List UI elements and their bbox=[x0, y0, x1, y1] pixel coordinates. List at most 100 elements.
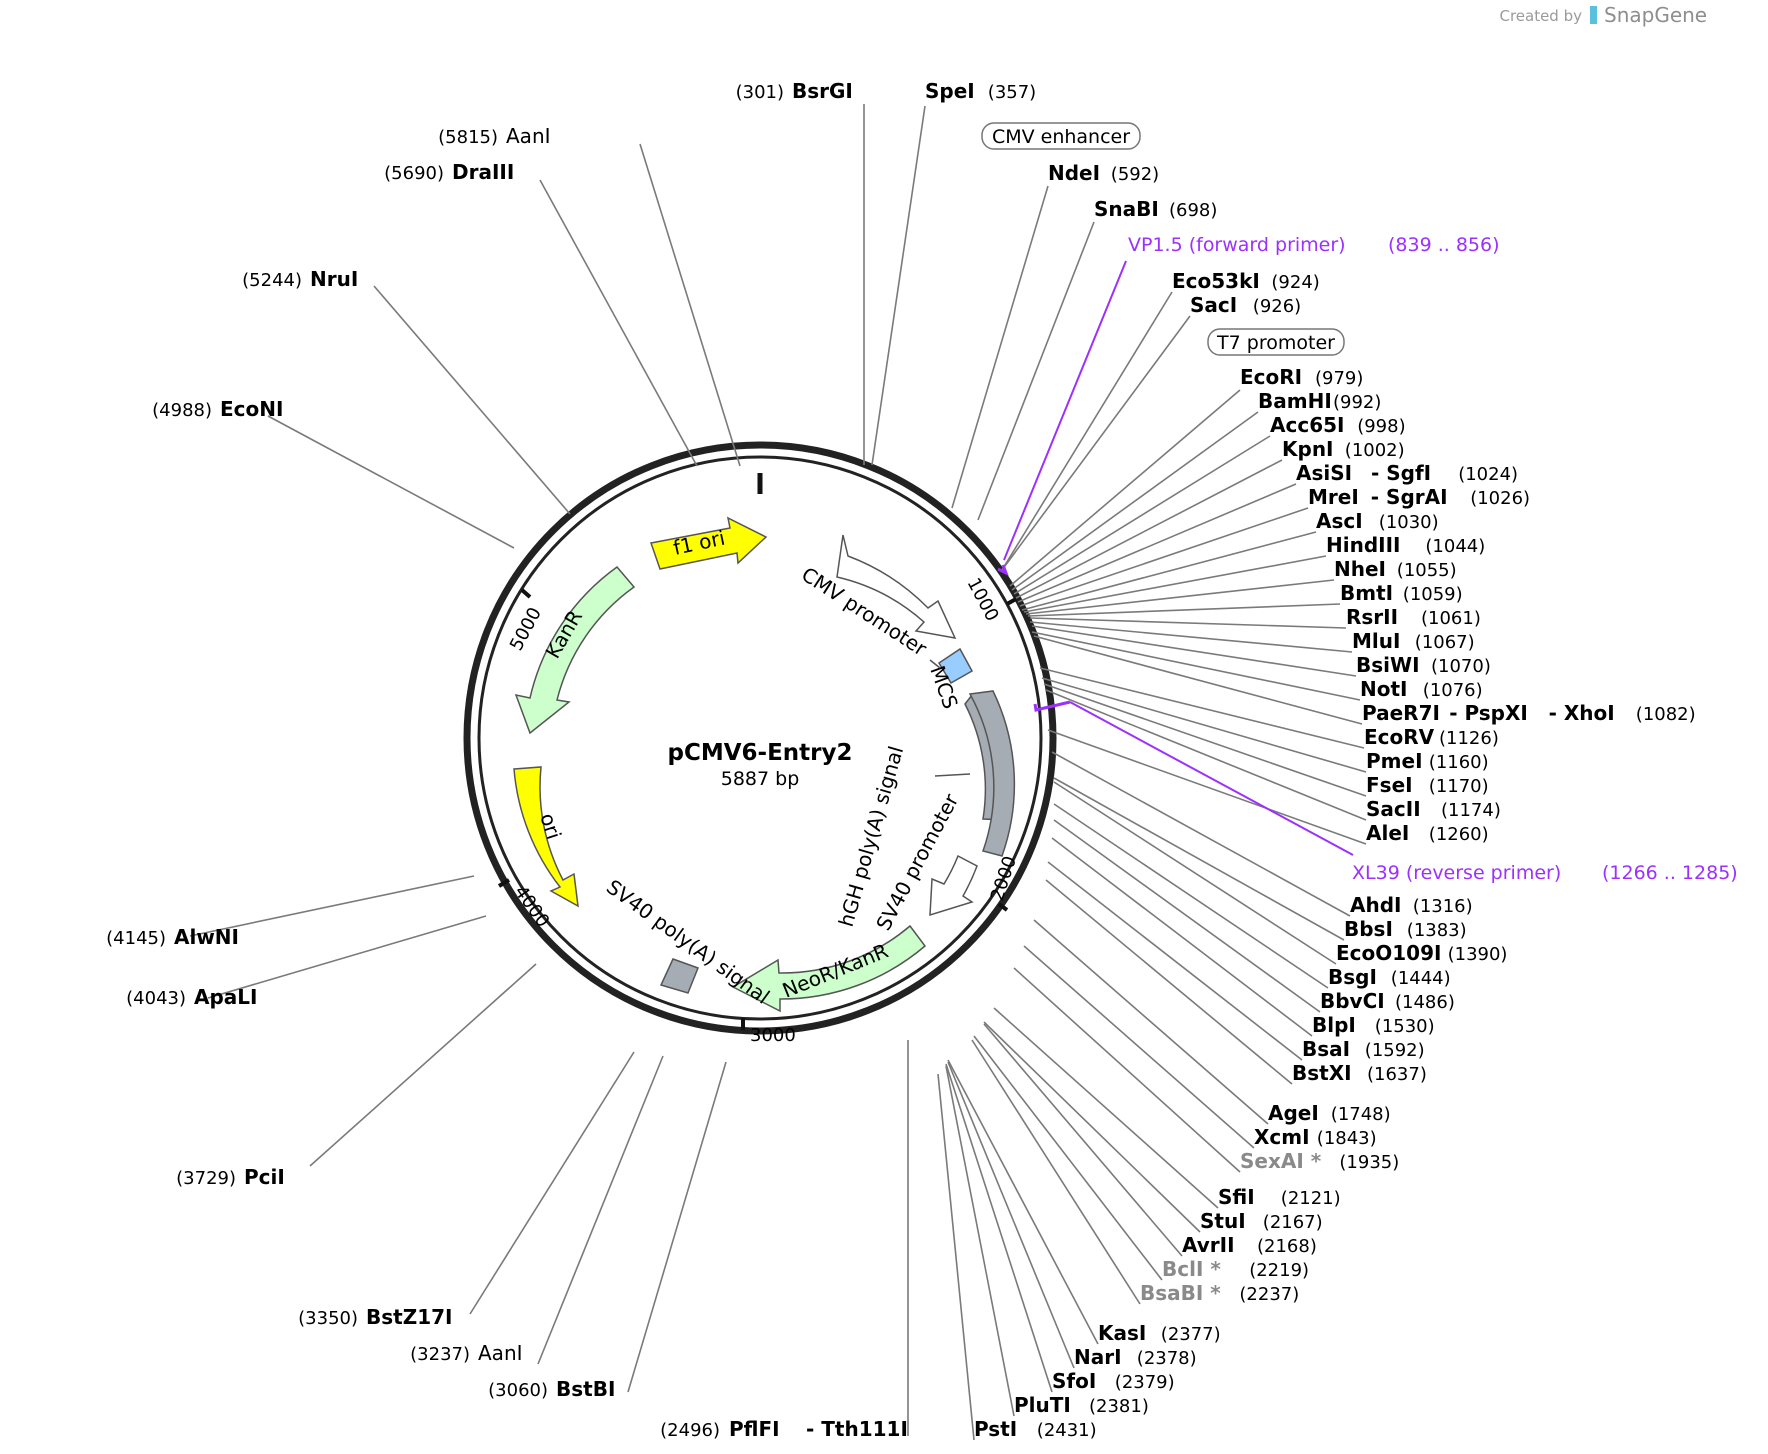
site-position: (926) bbox=[1253, 296, 1301, 317]
site-name-2: - Tth111I bbox=[806, 1417, 908, 1441]
site-name: NarI bbox=[1074, 1345, 1122, 1369]
xl39-leader bbox=[1069, 701, 1354, 856]
site-position: (1390) bbox=[1448, 944, 1508, 965]
tick-label-5000: 5000 bbox=[506, 604, 546, 654]
site-paer7i-1082: PaeR7I- PspXI- XhoI(1082) bbox=[1362, 701, 1696, 725]
site-alwni-4145: (4145)AlwNI bbox=[106, 925, 239, 949]
site-bmti-1059: BmtI(1059) bbox=[1340, 581, 1463, 605]
site-name: SacII bbox=[1366, 797, 1421, 821]
site-eco53ki-924: Eco53kI(924) bbox=[1172, 269, 1320, 293]
site-position: (924) bbox=[1271, 272, 1319, 293]
mcs-pointer bbox=[929, 659, 941, 669]
site-position: (5690) bbox=[384, 163, 444, 184]
feature-mcs bbox=[937, 647, 974, 685]
site-name: MluI bbox=[1352, 629, 1400, 653]
site-spei-357: SpeI(357) bbox=[925, 79, 1036, 103]
site-name: BlpI bbox=[1312, 1013, 1356, 1037]
site-sfii-2121: SfiI(2121) bbox=[1218, 1185, 1341, 1209]
site-name: SfoI bbox=[1052, 1369, 1096, 1393]
site-name: BmtI bbox=[1340, 581, 1393, 605]
site-position: (1316) bbox=[1413, 896, 1473, 917]
leader-acc65i-998 bbox=[1013, 435, 1271, 595]
site-snabi-698: SnaBI(698) bbox=[1094, 197, 1217, 221]
site-aani-3237: (3237)AanI bbox=[410, 1341, 522, 1365]
site-position: (1061) bbox=[1421, 608, 1481, 629]
leader-rsrii-1061 bbox=[1029, 617, 1347, 629]
site-name: HindIII bbox=[1326, 533, 1400, 557]
site-bstxi-1637: BstXI(1637) bbox=[1292, 1061, 1427, 1085]
site-pluti-2381: PluTI(2381) bbox=[1014, 1393, 1149, 1417]
site-position: (1383) bbox=[1407, 920, 1467, 941]
leader-psti-2431 bbox=[937, 1073, 975, 1441]
site-position: (992) bbox=[1333, 392, 1381, 413]
site-position: (1170) bbox=[1429, 776, 1489, 797]
site-name: BsrGI bbox=[792, 79, 853, 103]
site-position: (2121) bbox=[1281, 1188, 1341, 1209]
tick-4000 bbox=[497, 878, 511, 888]
site-name: AlwNI bbox=[174, 925, 239, 949]
site-name: EcoO109I bbox=[1336, 941, 1441, 965]
site-position: (1444) bbox=[1391, 968, 1451, 989]
leader-nari-2378 bbox=[947, 1061, 1075, 1369]
site-position: (2219) bbox=[1249, 1260, 1309, 1281]
leader-aani-5815 bbox=[639, 143, 741, 467]
leader-stui-2167 bbox=[983, 1021, 1201, 1233]
site-bcli-2219: BclI *(2219) bbox=[1162, 1257, 1309, 1281]
leader-bbsi-1383 bbox=[1053, 777, 1345, 941]
hgh-pointer bbox=[934, 773, 971, 777]
leader-agei-1748 bbox=[1033, 919, 1269, 1125]
primer-xl39-range: (1266 .. 1285) bbox=[1602, 862, 1738, 884]
leader-bstbi-3060 bbox=[627, 1061, 727, 1393]
site-pflfi-2496: (2496)PflFI- Tth111I bbox=[660, 1417, 908, 1441]
site-position: (698) bbox=[1169, 200, 1217, 221]
leader-nhei-1055 bbox=[1025, 579, 1335, 615]
leader-pmei-1160 bbox=[1041, 677, 1367, 773]
site-psti-2431: PstI(2431) bbox=[974, 1417, 1097, 1441]
site-bbvci-1486: BbvCI(1486) bbox=[1320, 989, 1455, 1013]
leader-bamhi-992 bbox=[1011, 411, 1259, 591]
site-position: (1070) bbox=[1431, 656, 1491, 677]
leader-avrii-2168 bbox=[983, 1023, 1183, 1257]
site-avrii-2168: AvrII(2168) bbox=[1182, 1233, 1317, 1257]
leader-sexai-1935 bbox=[1013, 967, 1241, 1173]
site-bbsi-1383: BbsI(1383) bbox=[1344, 917, 1467, 941]
site-position: (1748) bbox=[1331, 1104, 1391, 1125]
site-name: AhdI bbox=[1350, 893, 1401, 917]
vp1-5-leader bbox=[1003, 260, 1127, 561]
site-name: PstI bbox=[974, 1417, 1017, 1441]
site-name: NruI bbox=[310, 267, 358, 291]
site-name: PluTI bbox=[1014, 1393, 1071, 1417]
leader-mrei-1026 bbox=[1019, 507, 1309, 607]
site-name: BstZ17I bbox=[366, 1305, 452, 1329]
site-position: (1260) bbox=[1429, 824, 1489, 845]
site-position: (1067) bbox=[1415, 632, 1475, 653]
feature-sv40-polya-signal bbox=[659, 958, 699, 994]
site-noti-1076: NotI(1076) bbox=[1360, 677, 1483, 701]
site-bsiwi-1070: BsiWI(1070) bbox=[1356, 653, 1491, 677]
site-bamhi-992: BamHI(992) bbox=[1258, 389, 1381, 413]
leader-paer7i-1082 bbox=[1033, 635, 1363, 725]
leader-xcmi-1843 bbox=[1023, 945, 1255, 1149]
site-position: (3237) bbox=[410, 1344, 470, 1365]
site-position: (1843) bbox=[1317, 1128, 1377, 1149]
site-position: (592) bbox=[1111, 164, 1159, 185]
site-rsrii-1061: RsrII(1061) bbox=[1346, 605, 1481, 629]
site-position: (357) bbox=[988, 82, 1036, 103]
snapgene-credit: Created by SnapGene bbox=[1499, 3, 1707, 27]
cmv-enhancer-label: CMV enhancer bbox=[992, 126, 1130, 148]
plasmid-size: 5887 bp bbox=[721, 768, 800, 790]
site-position: (2377) bbox=[1161, 1324, 1221, 1345]
site-position: (1486) bbox=[1395, 992, 1455, 1013]
leader-blpi-1530 bbox=[1051, 837, 1313, 1037]
site-ahdi-1316: AhdI (1316) bbox=[1350, 893, 1473, 917]
tick-2000 bbox=[997, 902, 1009, 912]
site-agei-1748: AgeI(1748) bbox=[1268, 1101, 1391, 1125]
tick-label-1000: 1000 bbox=[963, 574, 1003, 624]
leader-eco53ki-924 bbox=[1001, 291, 1173, 571]
feature-ori bbox=[513, 766, 579, 908]
leader-noti-1076 bbox=[1031, 631, 1361, 701]
site-position: (979) bbox=[1315, 368, 1363, 389]
credit-prefix: Created by bbox=[1499, 7, 1582, 25]
leader-sfii-2121 bbox=[993, 1007, 1219, 1209]
